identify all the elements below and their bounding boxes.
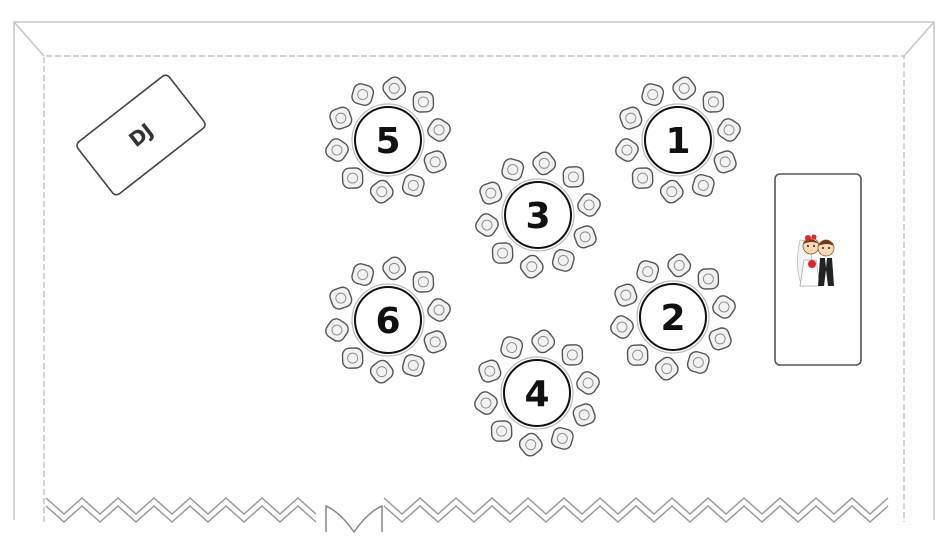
table-ring [351, 103, 425, 177]
chair [619, 106, 643, 130]
chair [518, 432, 543, 457]
chair [401, 174, 425, 197]
table-top [354, 106, 422, 174]
chair [659, 179, 684, 204]
chair [631, 167, 654, 189]
chair [382, 256, 407, 281]
chair [572, 403, 596, 427]
table-top [644, 106, 712, 174]
chair [369, 359, 394, 384]
chair [351, 263, 375, 286]
chair [325, 138, 349, 162]
chair [427, 118, 451, 142]
chair [341, 167, 364, 189]
table-ring [500, 356, 574, 430]
bottom-wall-zigzag [45, 496, 889, 524]
bride-and-groom-icon [797, 234, 835, 287]
table-6[interactable]: 6 [323, 254, 453, 385]
chair [686, 351, 710, 374]
chair [341, 347, 364, 369]
chair [519, 254, 544, 279]
table-ring [351, 283, 425, 357]
chair [329, 286, 353, 310]
chair [401, 354, 425, 377]
head-table[interactable] [774, 173, 862, 366]
chair [667, 253, 692, 278]
chair [412, 271, 435, 293]
chair [717, 118, 741, 142]
chair [691, 174, 715, 197]
room-walls [13, 21, 935, 522]
table-top [354, 286, 422, 354]
chair [427, 298, 451, 322]
chair [501, 158, 525, 181]
chair [561, 344, 584, 366]
table-top [503, 359, 571, 427]
table-ring [641, 103, 715, 177]
table-number: 6 [375, 301, 400, 342]
chair [615, 138, 639, 162]
table-1[interactable]: 1 [613, 74, 743, 205]
table-number: 5 [375, 121, 400, 162]
chair [562, 166, 585, 188]
chair [551, 249, 575, 272]
chair [573, 225, 597, 249]
table-number: 2 [660, 298, 685, 339]
chair [478, 359, 502, 383]
chair [531, 329, 556, 354]
chair [610, 315, 634, 339]
chair [712, 295, 736, 319]
chair [479, 181, 503, 205]
chair [550, 427, 574, 450]
table-number: 3 [525, 196, 550, 237]
chair [702, 91, 725, 113]
chair [474, 391, 498, 415]
table-top [639, 283, 707, 351]
chair [636, 260, 660, 283]
table-ring [636, 280, 710, 354]
chair [382, 76, 407, 101]
table-3[interactable]: 3 [473, 149, 603, 280]
dj-booth[interactable]: DJ [75, 73, 207, 196]
chair [369, 179, 394, 204]
chair [351, 83, 375, 106]
chair [641, 83, 665, 106]
chair [654, 356, 679, 381]
table-4[interactable]: 4 [472, 327, 602, 458]
chair [491, 242, 514, 264]
chair [490, 420, 513, 442]
chair [325, 318, 349, 342]
chair [672, 76, 697, 101]
round-tables: 5 1 3 6 2 4 [323, 74, 743, 458]
table-2[interactable]: 2 [608, 251, 738, 382]
chair [626, 344, 649, 366]
table-ring [501, 178, 575, 252]
chair [500, 336, 524, 359]
chair [532, 151, 557, 176]
table-number: 1 [665, 121, 690, 162]
chair [329, 106, 353, 130]
chair [708, 327, 732, 351]
chair [423, 150, 447, 174]
chair [576, 371, 600, 395]
chair [713, 150, 737, 174]
table-5[interactable]: 5 [323, 74, 453, 205]
table-number: 4 [524, 374, 549, 415]
chair [475, 213, 499, 237]
chair [577, 193, 601, 217]
chair [423, 330, 447, 354]
chair [412, 91, 435, 113]
chair [614, 283, 638, 307]
entrance-door[interactable] [325, 504, 383, 534]
chair [697, 268, 720, 290]
table-top [504, 181, 572, 249]
